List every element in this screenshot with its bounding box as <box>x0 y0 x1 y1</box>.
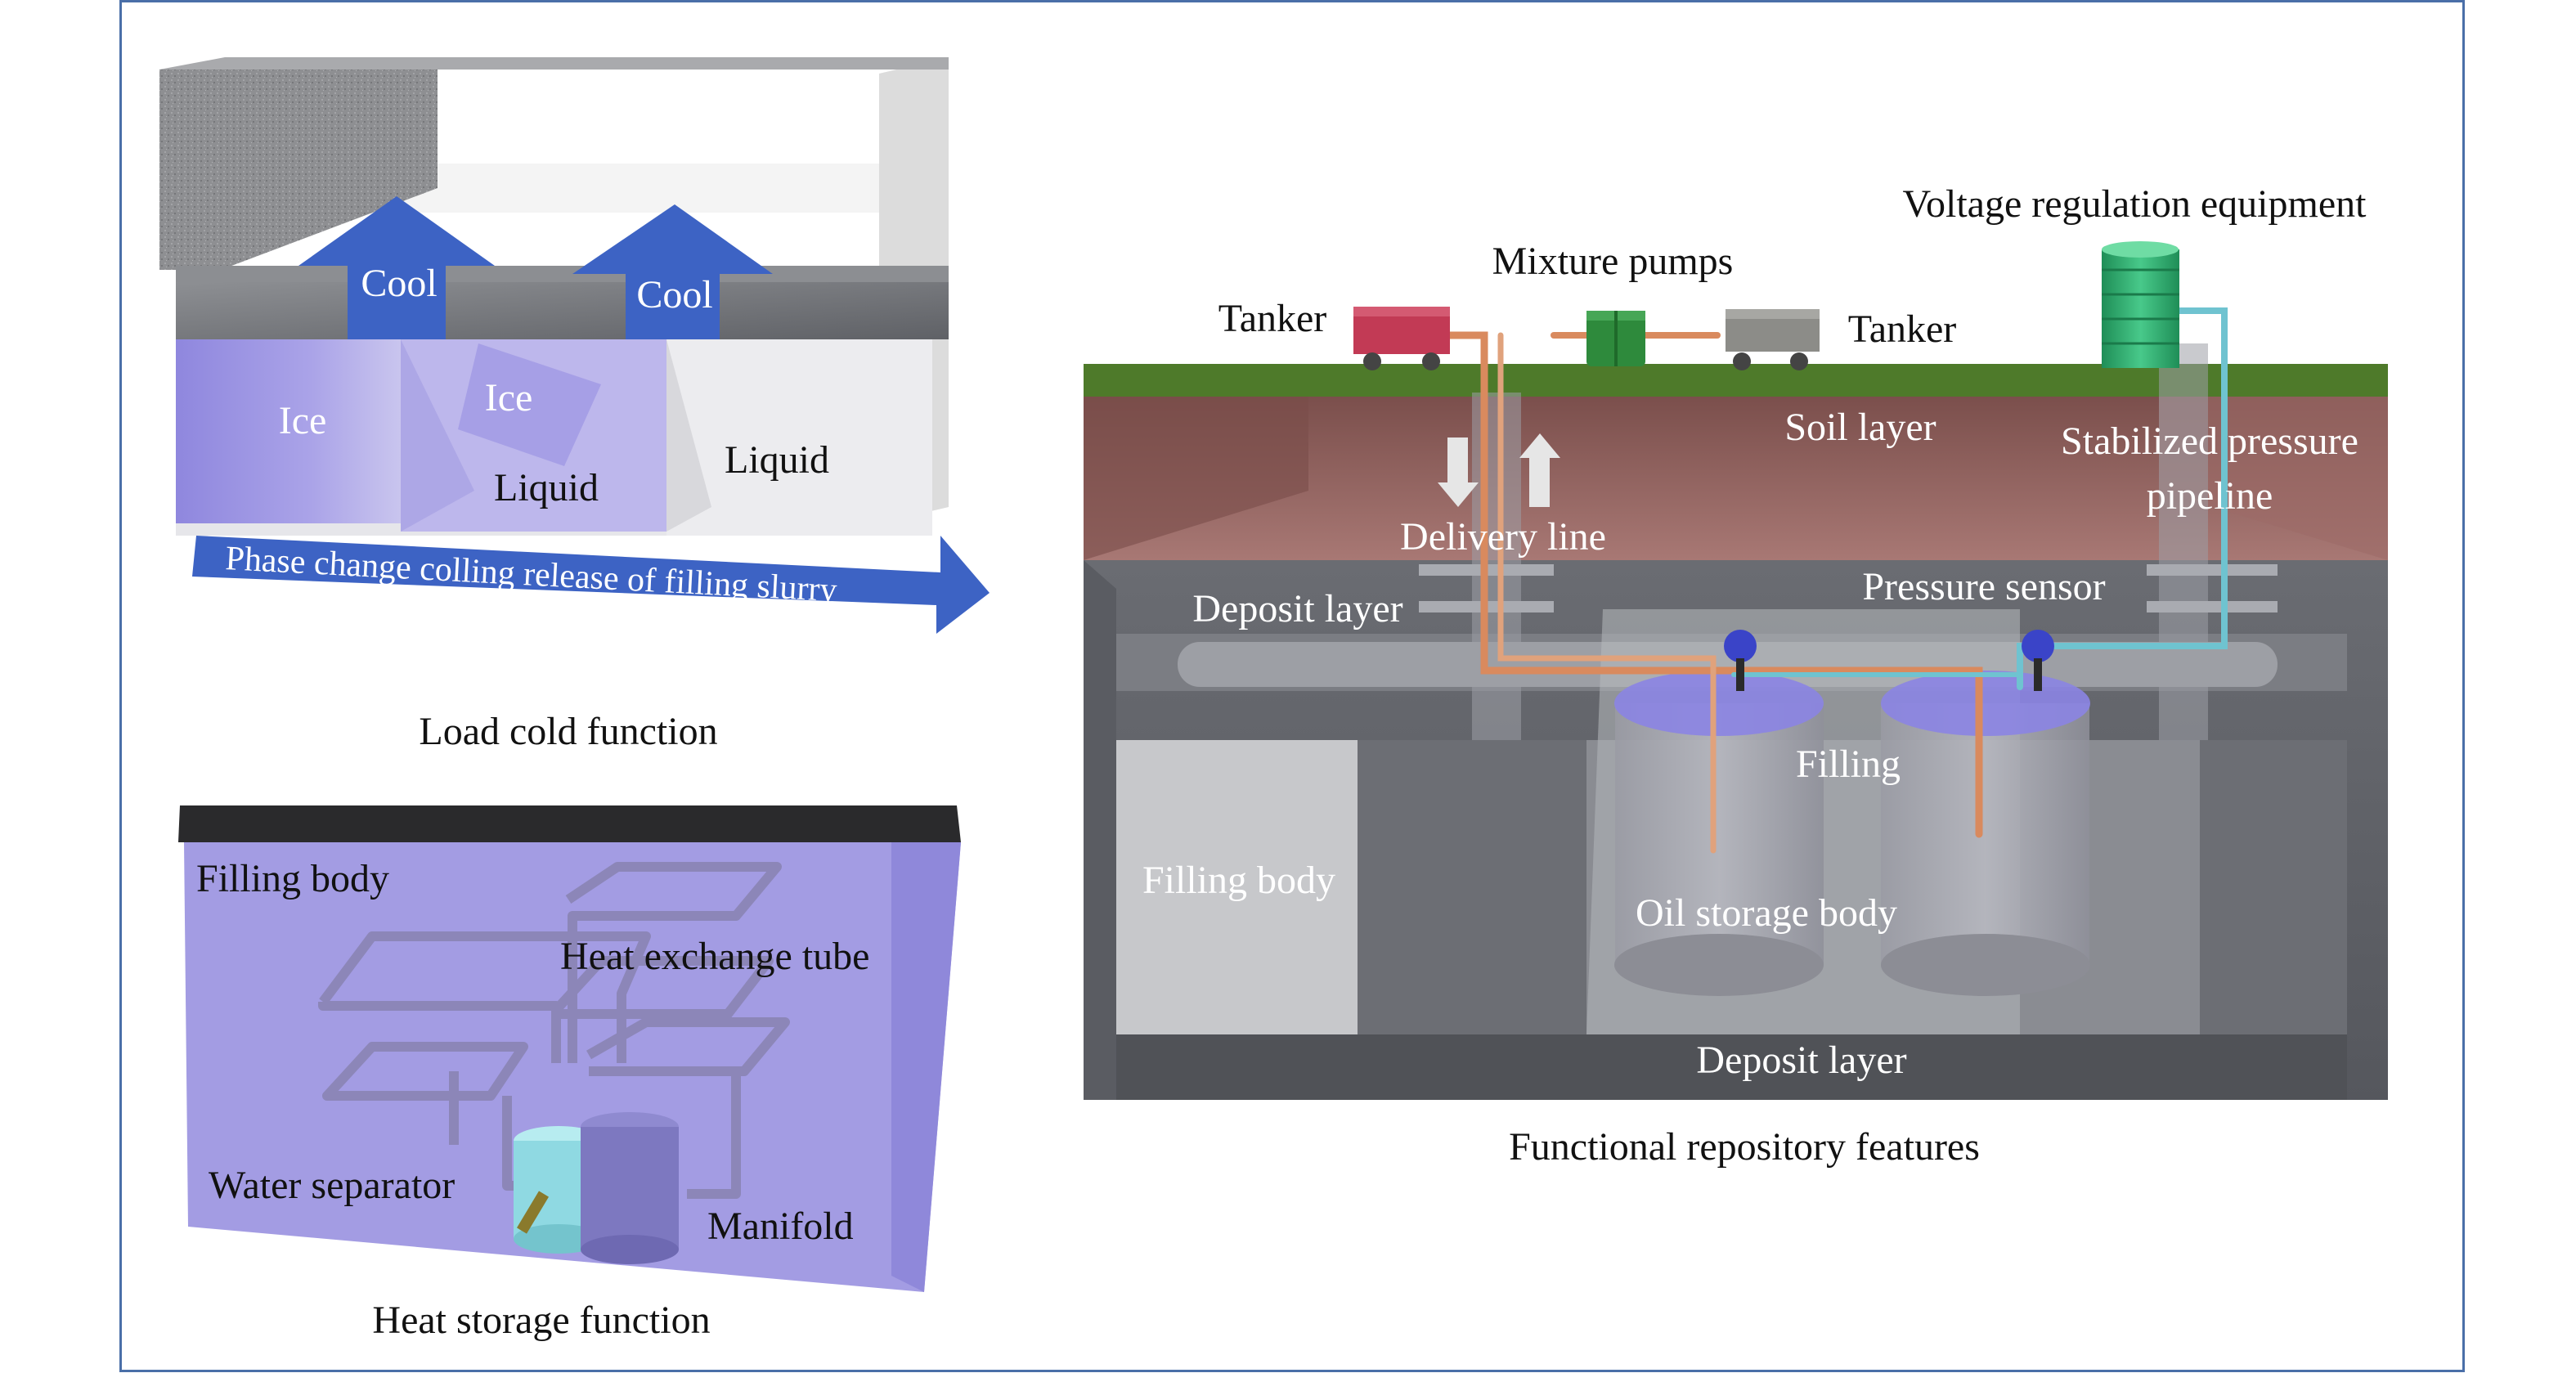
storage-cylinder-right <box>1881 703 2089 965</box>
tanker-left <box>1353 307 1450 370</box>
tube-loop-2 <box>318 1001 561 1063</box>
tube-loop-5 <box>552 956 774 1019</box>
heat-storage-panel: Filling body Heat exchange tube Water se… <box>178 805 961 1342</box>
tanker-right <box>1726 309 1820 370</box>
oil-storage-body-label: Oil storage body <box>1636 891 1897 935</box>
mixture-pumps-label: Mixture pumps <box>1492 240 1734 283</box>
tube-loop-4 <box>322 1042 528 1101</box>
repository-panel: Voltage regulation equipment Mixture pum… <box>1084 182 2388 1169</box>
load-cold-caption: Load cold function <box>419 710 717 753</box>
pressure-sensor-right <box>2022 630 2054 662</box>
soil-layer-label: Soil layer <box>1784 406 1936 449</box>
tanker-left-label: Tanker <box>1218 297 1327 340</box>
lc-ice-left <box>176 339 401 523</box>
deposit-layer-bottom-label: Deposit layer <box>1696 1039 1906 1082</box>
heat-exchange-tube-label: Heat exchange tube <box>560 935 869 978</box>
heat-exchange-tubes <box>318 862 790 1199</box>
delivery-line-pipe <box>1435 331 1983 838</box>
tube-loop-3 <box>565 862 782 1063</box>
manifold-label: Manifold <box>707 1205 854 1248</box>
voltage-regulation-label: Voltage regulation equipment <box>1903 182 2367 226</box>
up-arrow <box>1519 433 1560 507</box>
pressure-sensor-label: Pressure sensor <box>1862 565 2105 608</box>
deposit-layer-top-label: Deposit layer <box>1192 587 1402 630</box>
lc-liquid-right <box>666 339 932 536</box>
figure-frame <box>119 0 2465 1372</box>
pressure-sensor-left <box>1724 630 1757 662</box>
delivery-pipes <box>1435 307 2228 854</box>
filling-label: Filling <box>1796 743 1901 786</box>
phase-change-label: Phase change colling release of filling … <box>224 540 837 609</box>
stabilized-pipeline <box>2017 307 2228 690</box>
tube-drop-1 <box>687 1071 741 1199</box>
manifold <box>581 1127 679 1250</box>
lc-ice-cube <box>458 343 601 466</box>
hs-filling-body-label: Filling body <box>196 857 389 900</box>
repository-caption: Functional repository features <box>1509 1125 1980 1169</box>
separator-pipe <box>516 1191 550 1234</box>
lc-slab-top <box>176 266 949 282</box>
hs-side-wall <box>891 842 961 1292</box>
stabilized-pressure-label-1: Stabilized pressure <box>2061 420 2358 463</box>
liquid-label-right: Liquid <box>725 438 829 482</box>
cool-label-right: Cool <box>636 273 712 316</box>
tube-loop-6 <box>586 1017 790 1076</box>
cool-arrow-right <box>572 204 773 339</box>
tanker-right-label: Tanker <box>1848 307 1957 351</box>
liquid-label-mid: Liquid <box>494 466 599 509</box>
hs-top-cover <box>178 805 961 842</box>
storage-cylinder-left <box>1615 703 1824 965</box>
lc-top-edge <box>159 57 949 70</box>
heat-storage-caption: Heat storage function <box>372 1299 710 1342</box>
mixture-pump <box>1586 311 1645 366</box>
cool-label-left: Cool <box>361 262 437 305</box>
delivery-line-label: Delivery line <box>1400 515 1606 559</box>
repo-filling-body-label: Filling body <box>1142 859 1335 902</box>
bottom-floor <box>1116 1034 2347 1100</box>
cool-arrow-left <box>298 196 495 339</box>
hs-filling-body <box>184 842 961 1292</box>
ice-label-mid: Ice <box>485 376 533 420</box>
lc-white-panel <box>438 70 949 164</box>
stabilized-pressure-label-2: pipeline <box>2147 474 2273 518</box>
voltage-regulation-device <box>2102 241 2179 368</box>
lc-slab <box>176 282 949 339</box>
down-arrow <box>1438 437 1479 507</box>
ice-label-left: Ice <box>279 399 327 442</box>
water-separator-label: Water separator <box>209 1164 455 1207</box>
lc-noise-wall <box>159 70 438 270</box>
load-cold-panel: Cool Cool Ice Ice Liquid Liquid Phase ch… <box>159 57 990 753</box>
phase-change-arrow <box>192 536 990 634</box>
filling-body-block <box>1116 740 1358 1055</box>
